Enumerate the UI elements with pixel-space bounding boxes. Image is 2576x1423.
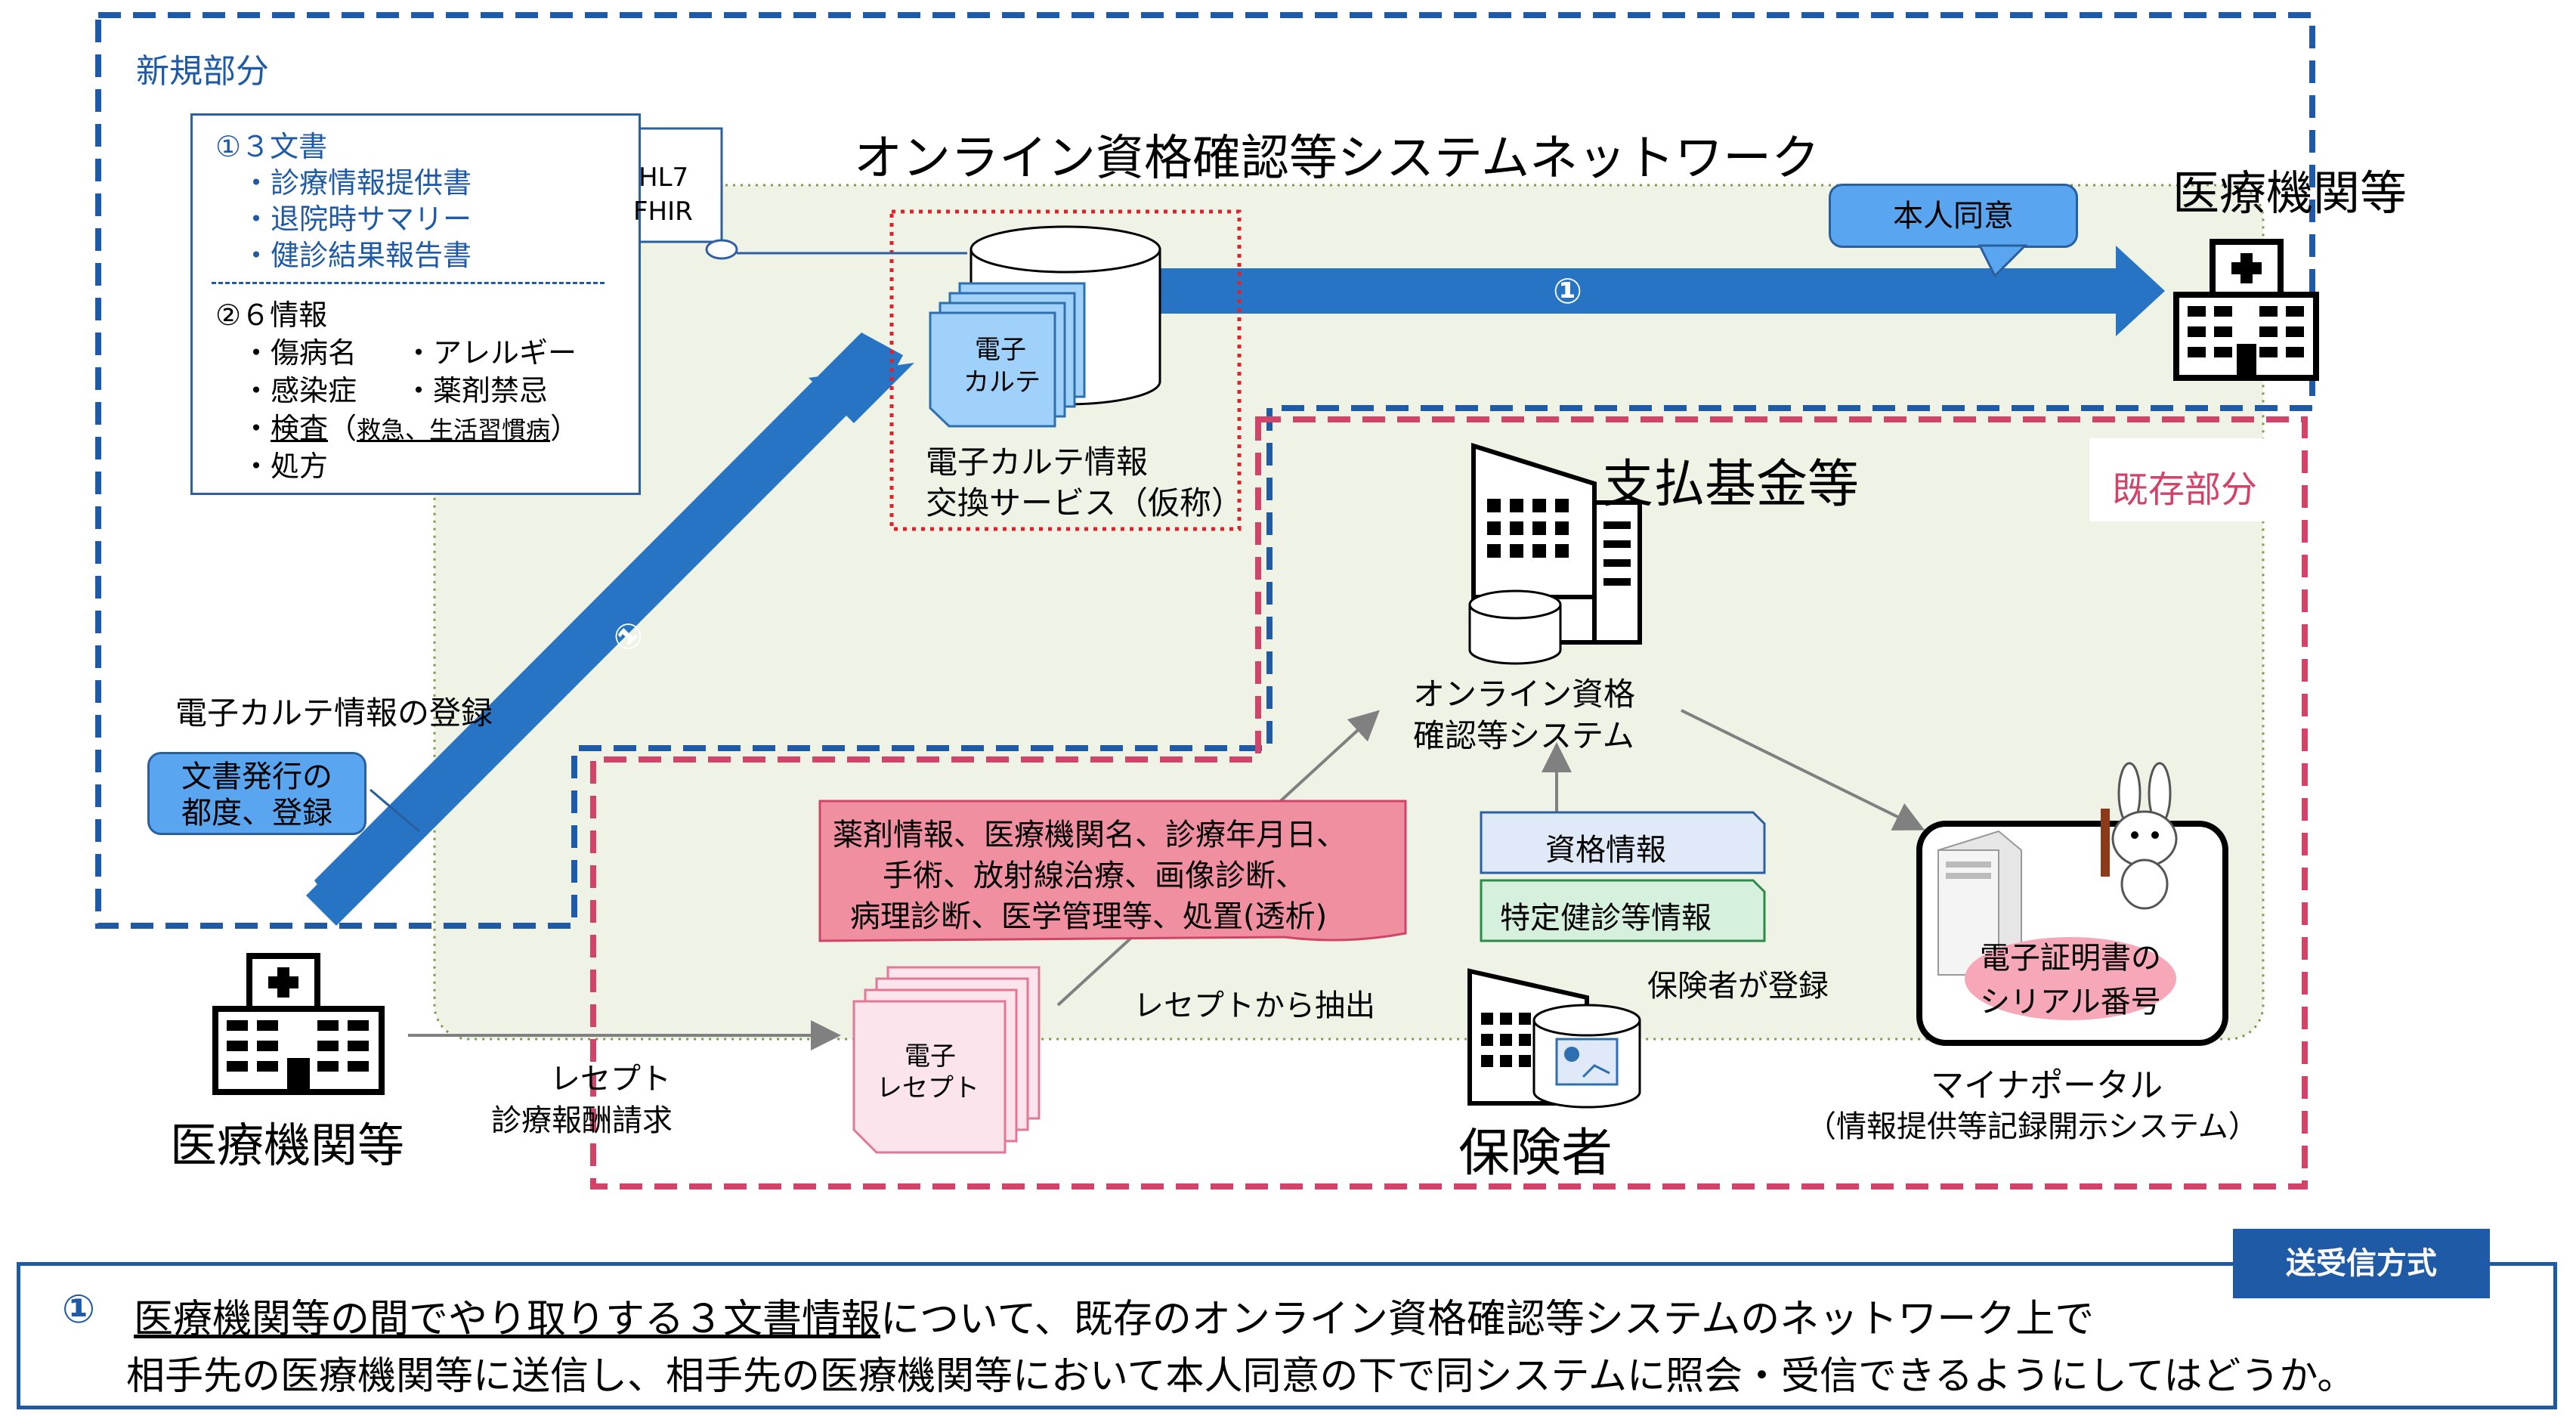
existing-part-label: 既存部分 (2112, 469, 2258, 511)
summary-tag: 送受信方式 (2233, 1229, 2490, 1298)
health-check-bar (1480, 879, 1766, 942)
insurer-label: 保険者 (1458, 1124, 1613, 1183)
cert-label: 電子証明書の (1980, 941, 2161, 976)
send-arrow-head (2116, 246, 2165, 336)
docs-section2-item: ・薬剤禁忌 (404, 374, 549, 407)
summary-line1-underlined: 医療機関等の間でやり取りする３文書情報 (134, 1297, 881, 1342)
portal-label: （情報提供等記録開示システム） (1806, 1109, 2259, 1144)
cert-label: シリアル番号 (1980, 985, 2161, 1019)
online-system-label: 確認等システム (1413, 717, 1634, 754)
doc-issue-label: 文書発行の (181, 759, 332, 794)
medical-top-label: 医療機関等 (2172, 166, 2407, 221)
new-part-label: 新規部分 (136, 52, 269, 91)
health-check-label: 特定健診等情報 (1500, 901, 1712, 936)
documents-box: ①３文書 ・診療情報提供書 ・退院時サマリー ・健診結果報告書 ②６情報 ・傷病… (190, 113, 641, 495)
new-part-outline (95, 12, 2315, 929)
fund-label: 支払基金等 (1602, 455, 1860, 515)
cert-ellipse (1965, 937, 2176, 1020)
docs-section2-item: ・検査（救急、生活習慣病） (242, 405, 579, 447)
portal-arrow (1681, 709, 1925, 831)
rabbit-mascot-icon (2101, 762, 2178, 910)
fund-building-icon (1471, 442, 1642, 645)
docs-row3-underlined: 検査 (271, 412, 329, 445)
ehr-doc-label: カルテ (963, 367, 1041, 398)
claim-label: レセプト (550, 1062, 671, 1097)
summary-box: ① 医療機関等の間でやり取りする３文書情報について、既存のオンライン資格確認等シ… (17, 1262, 2557, 1409)
existing-part-label-box (2089, 438, 2274, 521)
receipt-info-box (818, 800, 1407, 942)
docs-section2-item: ・傷病名 (242, 336, 357, 370)
qual-info-label: 資格情報 (1545, 833, 1666, 868)
insurer-registers-label: 保険者が登録 (1647, 969, 1829, 1004)
doc-issue-callout: 文書発行の 都度、登録 (147, 752, 366, 835)
summary-marker: ① (62, 1287, 96, 1332)
hospital-top-icon (2173, 239, 2319, 381)
docs-row3-close: ） (550, 412, 580, 445)
e-receipt-stack-icon (852, 966, 1041, 1154)
ehr-doc-label: 電子 (975, 335, 1026, 365)
docs-row3-open: （ (328, 412, 357, 445)
summary-line2: 相手先の医療機関等に送信し、相手先の医療機関等において本人同意の下で同システムに… (126, 1354, 2356, 1399)
ehr-registration-label: 電子カルテ情報の登録 (175, 694, 493, 732)
medical-bottom-label: 医療機関等 (170, 1118, 405, 1173)
extract-label: レセプトから抽出 (1133, 988, 1375, 1023)
ehr-service-label: 電子カルテ情報 (926, 444, 1149, 481)
claim-label: 診療報酬請求 (491, 1103, 673, 1138)
network-title: オンライン資格確認等システムネットワーク (854, 131, 1820, 187)
summary-line1: 医療機関等の間でやり取りする３文書情報について、既存のオンライン資格確認等システ… (134, 1287, 2094, 1344)
docs-divider (212, 282, 605, 284)
hospital-bottom-icon (212, 953, 385, 1095)
docs-section2-title: ②６情報 (215, 299, 328, 332)
docs-section1-item: ・退院時サマリー (242, 203, 472, 236)
docs-section2-item: ・アレルギー (404, 336, 577, 370)
summary-line1-rest: について、既存のオンライン資格確認等システムのネットワーク上で (880, 1297, 2095, 1342)
server-icon (1937, 830, 2022, 976)
doc-issue-label: 都度、登録 (181, 796, 332, 831)
fund-database-icon (1468, 589, 1562, 665)
hl7-label: HL7 (639, 162, 689, 193)
receipt-info-text: 手術、放射線治療、画像診断、 (883, 858, 1306, 893)
e-receipt-label: レセプト (877, 1073, 979, 1103)
consent-label: 本人同意 (1893, 199, 2014, 234)
portal-label: マイナポータル (1931, 1066, 2163, 1105)
receipt-info-text: 病理診断、医学管理等、処置(透析) (850, 899, 1328, 934)
send-arrow-marker: ① (1553, 271, 1582, 311)
e-receipt-label: 電子 (905, 1041, 956, 1072)
docs-row3-prefix: ・ (242, 412, 271, 445)
docs-section1-item: ・診療情報提供書 (242, 166, 472, 200)
consent-callout: 本人同意 (1829, 184, 2078, 248)
docs-section1-item: ・健診結果報告書 (242, 239, 472, 272)
qual-info-bar (1480, 811, 1766, 874)
ehr-service-label: 交換サービス（仮称） (926, 484, 1244, 521)
docs-section1-title: ①３文書 (215, 130, 328, 163)
register-arrow-head (809, 363, 914, 423)
send-arrow-body (1160, 268, 2120, 314)
fhir-label: FHIR (633, 196, 693, 227)
docs-section2-item: ・感染症 (242, 374, 357, 407)
insurer-data-icon (1532, 1004, 1641, 1109)
docs-section2-item: ・処方 (242, 450, 329, 483)
ehr-document-stack-icon (929, 282, 1086, 428)
ehr-service-box (889, 209, 1242, 531)
receipt-info-text: 薬剤情報、医療機関名、診療年月日、 (833, 818, 1347, 852)
docs-row3-detail: 救急、生活習慣病 (357, 416, 551, 444)
register-arrow-body (306, 363, 869, 926)
online-system-label: オンライン資格 (1413, 676, 1636, 713)
existing-part-outline (590, 416, 2308, 1189)
